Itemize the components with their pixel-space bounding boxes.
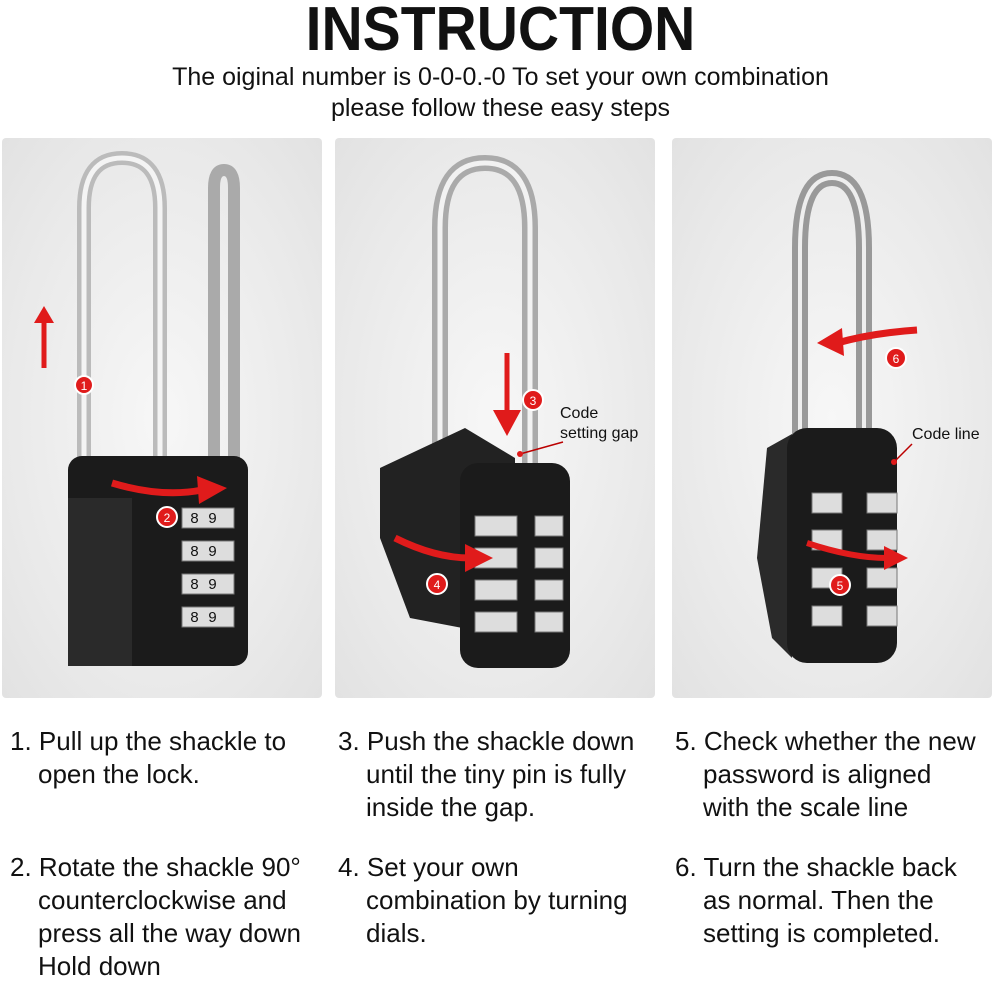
svg-text:6: 6 (893, 352, 900, 366)
svg-text:4: 4 (434, 578, 441, 592)
step-marker-2 (156, 506, 178, 528)
step-marker-1 (74, 375, 94, 395)
step-marker-5 (829, 574, 851, 596)
svg-text:5: 5 (837, 579, 844, 593)
subtitle-line-1: The oiginal number is 0-0-0.-0 To set yo… (172, 63, 829, 91)
step-marker-6 (885, 347, 907, 369)
code-line-label: Code line (912, 426, 980, 443)
step-marker-3 (522, 389, 544, 411)
svg-text:8 9: 8 9 (190, 610, 217, 627)
step-2-text: 2. Rotate the shackle 90°counterclockwis… (10, 852, 302, 981)
padlock-open-illustration: 8 9 8 9 8 9 8 9 1 2 (34, 150, 248, 666)
subtitle: The oiginal number is 0-0-0.-0 To set yo… (0, 62, 1001, 124)
subtitle-line-2: please follow these easy steps (330, 94, 671, 122)
svg-text:8 9: 8 9 (190, 577, 217, 594)
padlock-push-illustration: 3 4 (380, 154, 570, 668)
svg-text:8 9: 8 9 (190, 544, 217, 561)
padlock-closed-illustration: 6 5 (757, 169, 918, 663)
step-marker-4 (426, 573, 448, 595)
step-image-1: 8 9 8 9 8 9 8 9 1 2 (2, 138, 322, 698)
svg-text:8 9: 8 9 (190, 511, 217, 528)
svg-text:3: 3 (530, 394, 537, 408)
page-title: INSTRUCTION (305, 0, 696, 64)
step-image-3: 6 5 Code line (672, 138, 992, 698)
svg-text:1: 1 (81, 379, 88, 393)
svg-text:2: 2 (164, 511, 171, 525)
